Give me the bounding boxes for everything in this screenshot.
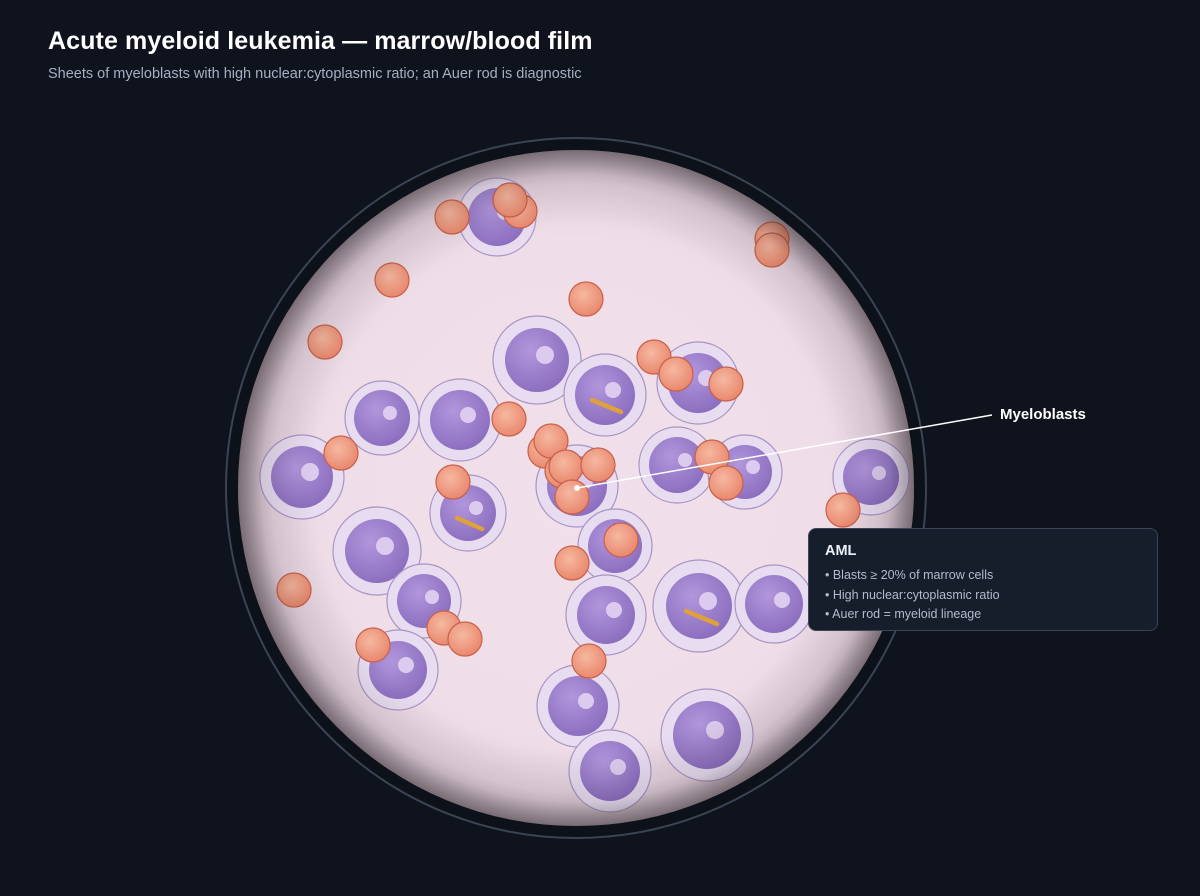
myeloblast <box>660 688 754 782</box>
callout-anchor-dot <box>574 485 580 491</box>
myeloblast <box>734 564 814 644</box>
myeloblast <box>565 574 647 656</box>
info-item-auer-rod: • Auer rod = myeloid lineage <box>825 607 982 621</box>
info-item-nc-ratio: • High nuclear:cytoplasmic ratio <box>825 587 1000 602</box>
page-subtitle: Sheets of myeloblasts with high nuclear:… <box>48 66 582 82</box>
myeloblast <box>568 729 652 813</box>
info-box-aml: AML • Blasts ≥ 20% of marrow cells • Hig… <box>808 528 1158 631</box>
myeloblast <box>563 353 647 437</box>
callout-label-myeloblasts: Myeloblasts <box>1000 406 1086 423</box>
myeloblast <box>344 380 420 456</box>
myeloblast <box>418 378 502 462</box>
callout-leader-line <box>576 414 993 489</box>
info-box-title: AML <box>825 543 857 559</box>
info-item-blasts: • Blasts ≥ 20% of marrow cells <box>825 568 994 582</box>
myeloblast <box>652 559 746 653</box>
page-title: Acute myeloid leukemia — marrow/blood fi… <box>48 27 593 55</box>
